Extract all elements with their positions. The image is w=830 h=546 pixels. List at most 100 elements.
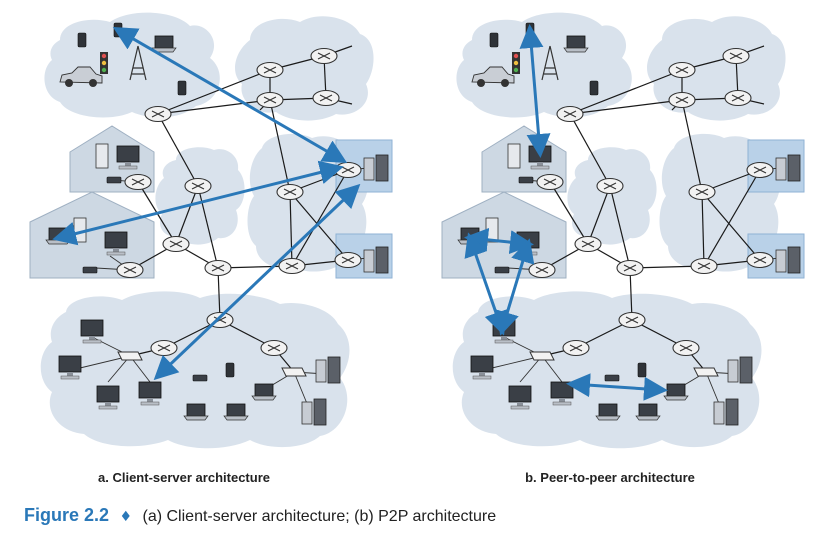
communication-arrow: [519, 24, 551, 158]
router: [124, 173, 152, 191]
laptop-screen: [566, 35, 586, 49]
server-tower: [713, 401, 725, 425]
server-tower: [313, 398, 327, 426]
router: [672, 339, 700, 357]
server-tower: [775, 157, 787, 181]
traffic-light-lamp: [101, 53, 107, 59]
network-cloud: [456, 12, 632, 118]
car-body: [471, 66, 515, 84]
router-x-mark: [753, 256, 767, 264]
modem-icon: [604, 374, 620, 382]
network-link: [609, 185, 631, 269]
router: [334, 161, 362, 179]
server-tower: [787, 246, 801, 274]
laptop-base: [635, 415, 661, 421]
car-wheel: [477, 79, 485, 87]
desktop-monitor: [470, 355, 494, 373]
switch-body: [281, 367, 307, 377]
network-link: [569, 113, 611, 187]
router: [562, 339, 590, 357]
router: [688, 183, 716, 201]
switch-body: [117, 351, 143, 361]
router-x-mark: [569, 344, 583, 352]
server-icon: [775, 154, 801, 182]
router-x-mark: [679, 344, 693, 352]
router-x-mark: [625, 316, 639, 324]
router: [256, 61, 284, 79]
laptop-base: [563, 47, 589, 53]
server-icon: [301, 398, 327, 426]
router: [724, 89, 752, 107]
desktop-keyboard: [472, 375, 492, 380]
desktop-keyboard: [82, 339, 102, 344]
laptop-screen: [48, 227, 68, 241]
router-x-mark: [729, 52, 743, 60]
router-x-mark: [563, 110, 577, 118]
desktop-monitor: [104, 231, 128, 249]
phone-icon: [225, 362, 235, 378]
router: [596, 177, 624, 195]
server-tower: [725, 398, 739, 426]
server-tower: [787, 154, 801, 182]
desktop-monitor: [116, 145, 140, 163]
switch: [117, 351, 143, 361]
router: [310, 47, 338, 65]
server-tower: [363, 157, 375, 181]
server-tower: [375, 154, 389, 182]
network-link: [701, 191, 761, 261]
router: [144, 105, 172, 123]
figure-caption-text: (a) Client-server architecture; (b) P2P …: [143, 508, 497, 525]
desktop-stand: [479, 372, 485, 376]
router-x-mark: [731, 94, 745, 102]
traffic-light-lamp: [513, 60, 519, 66]
router: [260, 339, 288, 357]
network-link: [703, 169, 761, 267]
desktop-stand: [147, 398, 153, 402]
desktop-keyboard: [118, 165, 138, 170]
car-body: [59, 66, 103, 84]
modem-icon: [192, 374, 208, 382]
laptop-base: [183, 415, 209, 421]
router: [690, 257, 718, 275]
appliance-icon: [95, 143, 109, 169]
desktop-stand: [537, 162, 543, 166]
laptop-base: [223, 415, 249, 421]
laptop-base: [251, 395, 277, 401]
desktop-stand: [113, 248, 119, 252]
router: [668, 91, 696, 109]
server-icon: [727, 356, 753, 384]
desktop-stand: [89, 336, 95, 340]
desktop-keyboard: [140, 401, 160, 406]
modem-icon: [494, 266, 510, 274]
server-tower: [315, 359, 327, 383]
server-icon: [315, 356, 341, 384]
desktop-monitor: [508, 385, 532, 403]
laptop-base: [45, 239, 71, 245]
traffic-light-icon: [512, 52, 520, 74]
router-x-mark: [123, 266, 137, 274]
server-tower: [727, 359, 739, 383]
desktop-monitor: [96, 385, 120, 403]
router: [616, 259, 644, 277]
phone-icon: [77, 32, 87, 48]
router: [256, 91, 284, 109]
router: [746, 251, 774, 269]
laptop-icon: [151, 35, 177, 53]
router: [746, 161, 774, 179]
phone-icon: [177, 80, 187, 96]
server-icon: [713, 398, 739, 426]
router-x-mark: [623, 264, 637, 272]
router-x-mark: [341, 166, 355, 174]
router: [184, 177, 212, 195]
router-x-mark: [675, 66, 689, 74]
switch: [693, 367, 719, 377]
desktop-monitor: [58, 355, 82, 373]
traffic-light-icon: [100, 52, 108, 74]
access-link: [705, 371, 721, 407]
desktop-icon: [138, 381, 162, 406]
switch-body: [693, 367, 719, 377]
router-x-mark: [535, 266, 549, 274]
phone-icon: [637, 362, 647, 378]
server-tower: [327, 356, 341, 384]
